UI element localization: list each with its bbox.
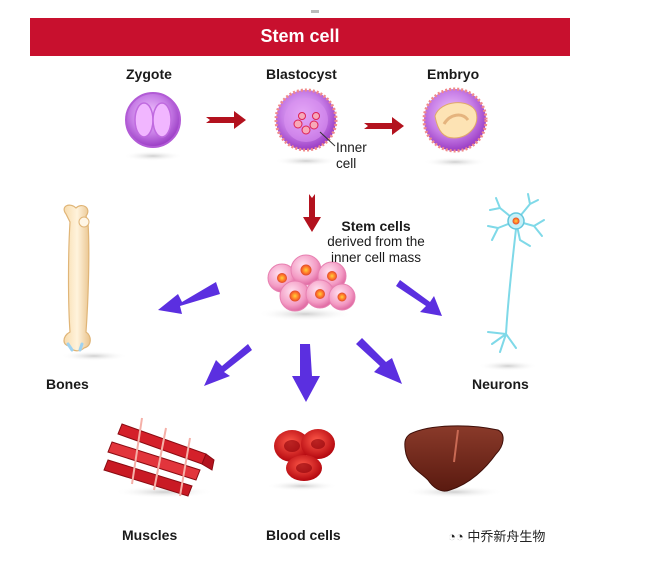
stem-cells-line2: derived from the (327, 234, 425, 249)
zygote-illustration (123, 92, 183, 161)
red-arrow-down-to-stem-cells (303, 194, 321, 232)
blue-arrow-to-muscles (204, 344, 252, 386)
neuron-illustration (478, 193, 545, 371)
label-blood-cells: Blood cells (266, 527, 341, 543)
watermark: ◔◔ 中乔新舟生物 (446, 526, 548, 545)
blue-arrows (158, 280, 442, 402)
stem-cell-cluster (257, 254, 356, 321)
label-neurons: Neurons (472, 376, 529, 392)
blastocyst-illustration (274, 88, 338, 166)
title-bar: Stem cell (30, 18, 570, 56)
label-bones: Bones (46, 376, 89, 392)
diagram-graphics (60, 87, 545, 498)
red-arrow-zygote-to-blastocyst (206, 111, 246, 129)
watermark-text: 中乔新舟生物 (467, 529, 546, 544)
watermark-icon: ◔◔ (448, 529, 464, 544)
label-embryo: Embryo (427, 66, 480, 82)
red-arrow-blastocyst-to-embryo (364, 117, 404, 135)
stem-cells-caption: Stem cells derived from the inner cell m… (316, 218, 436, 266)
blood-cells-illustration (266, 429, 338, 491)
blue-arrow-to-blood-cells (292, 344, 320, 402)
inner-cell-line2: cell (336, 156, 357, 171)
stem-cell-diagram: Stem cell (30, 14, 570, 560)
blue-arrow-to-bones (158, 282, 220, 314)
inner-cell-note: Inner cell (336, 140, 367, 172)
muscle-illustration (103, 417, 215, 498)
blue-arrow-to-liver (356, 338, 402, 384)
top-marker (311, 10, 319, 13)
bone-illustration (60, 204, 128, 361)
label-muscles: Muscles (122, 527, 178, 543)
label-blastocyst: Blastocyst (266, 66, 337, 82)
blue-arrow-to-neurons (396, 280, 442, 316)
stem-cells-line3: inner cell mass (330, 250, 422, 265)
inner-cell-line1: Inner (336, 140, 367, 155)
stem-cells-heading: Stem cells (341, 218, 411, 234)
embryo-illustration (422, 87, 488, 167)
liver-illustration (404, 425, 504, 498)
diagram-title: Stem cell (260, 26, 340, 46)
label-zygote: Zygote (126, 66, 172, 82)
